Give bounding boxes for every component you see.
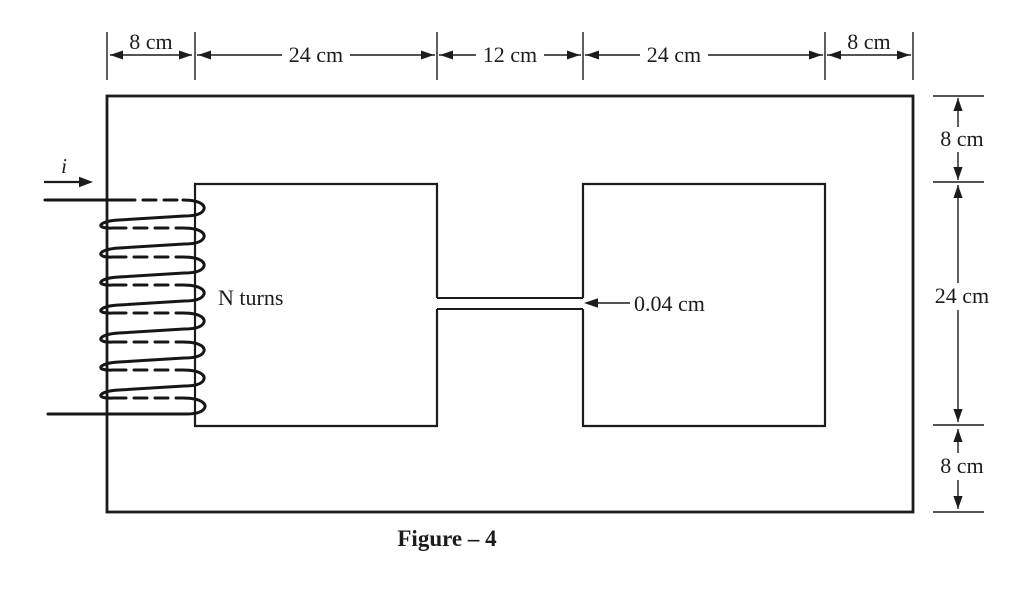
coil-turn bbox=[99, 198, 206, 230]
arrow-head bbox=[953, 429, 963, 442]
right-dimension-labels: 8 cm 24 cm 8 cm bbox=[935, 126, 989, 478]
top-dimension-labels: 8 cm 24 cm 12 cm 24 cm 8 cm bbox=[129, 29, 890, 67]
arrow-head bbox=[953, 409, 963, 422]
dim-label-top-24cm-right: 24 cm bbox=[647, 42, 701, 67]
air-gap-annotation: 0.04 cm bbox=[584, 291, 705, 316]
arrow-head bbox=[953, 185, 963, 198]
coil-back-segments bbox=[111, 198, 185, 400]
coil-front-turns bbox=[46, 198, 207, 416]
arrow-head bbox=[567, 50, 580, 60]
coil-turns-label: N turns bbox=[218, 285, 283, 310]
coil-turn-bottom-lead bbox=[46, 396, 207, 416]
arrow-head bbox=[897, 50, 910, 60]
arrow-head bbox=[421, 50, 434, 60]
current-arrow-head bbox=[79, 176, 93, 188]
right-dimension-arrows bbox=[953, 98, 963, 509]
coil-turn bbox=[99, 283, 206, 315]
dim-label-right-8cm-top: 8 cm bbox=[940, 126, 983, 151]
dim-label-right-8cm-bottom: 8 cm bbox=[940, 453, 983, 478]
dim-label-right-24cm: 24 cm bbox=[935, 283, 989, 308]
arrow-head bbox=[110, 50, 123, 60]
top-dimension-arrows bbox=[110, 50, 910, 60]
arrow-head bbox=[586, 50, 599, 60]
coil-turn bbox=[99, 226, 206, 259]
core-outline bbox=[105, 94, 915, 514]
arrow-head bbox=[809, 50, 822, 60]
current-annotation: i bbox=[44, 154, 93, 188]
top-dimension-chain bbox=[106, 32, 914, 80]
arrow-head bbox=[953, 98, 963, 111]
air-gap-arrow-head bbox=[584, 298, 598, 308]
coil-turn bbox=[99, 255, 206, 287]
core-outer-rect bbox=[105, 94, 915, 514]
dim-label-top-24cm-left: 24 cm bbox=[289, 42, 343, 67]
air-gap-label: 0.04 cm bbox=[634, 291, 705, 316]
coil bbox=[43, 198, 207, 416]
arrow-head bbox=[953, 167, 963, 180]
arrow-head bbox=[828, 50, 841, 60]
coil-turn bbox=[99, 311, 206, 344]
coil-turn bbox=[99, 368, 206, 400]
core-left-window bbox=[193, 182, 439, 428]
arrow-head bbox=[440, 50, 453, 60]
arrow-head bbox=[953, 496, 963, 509]
core-right-window bbox=[581, 182, 827, 428]
coil-turn bbox=[99, 340, 206, 372]
current-label: i bbox=[61, 154, 67, 178]
dim-label-top-8cm-left: 8 cm bbox=[129, 29, 172, 54]
dim-label-top-12cm: 12 cm bbox=[483, 42, 537, 67]
right-dimension-chain bbox=[933, 95, 984, 513]
dim-label-top-8cm-right: 8 cm bbox=[847, 29, 890, 54]
arrow-head bbox=[179, 50, 192, 60]
figure-caption: Figure – 4 bbox=[397, 526, 497, 551]
arrow-head bbox=[198, 50, 211, 60]
